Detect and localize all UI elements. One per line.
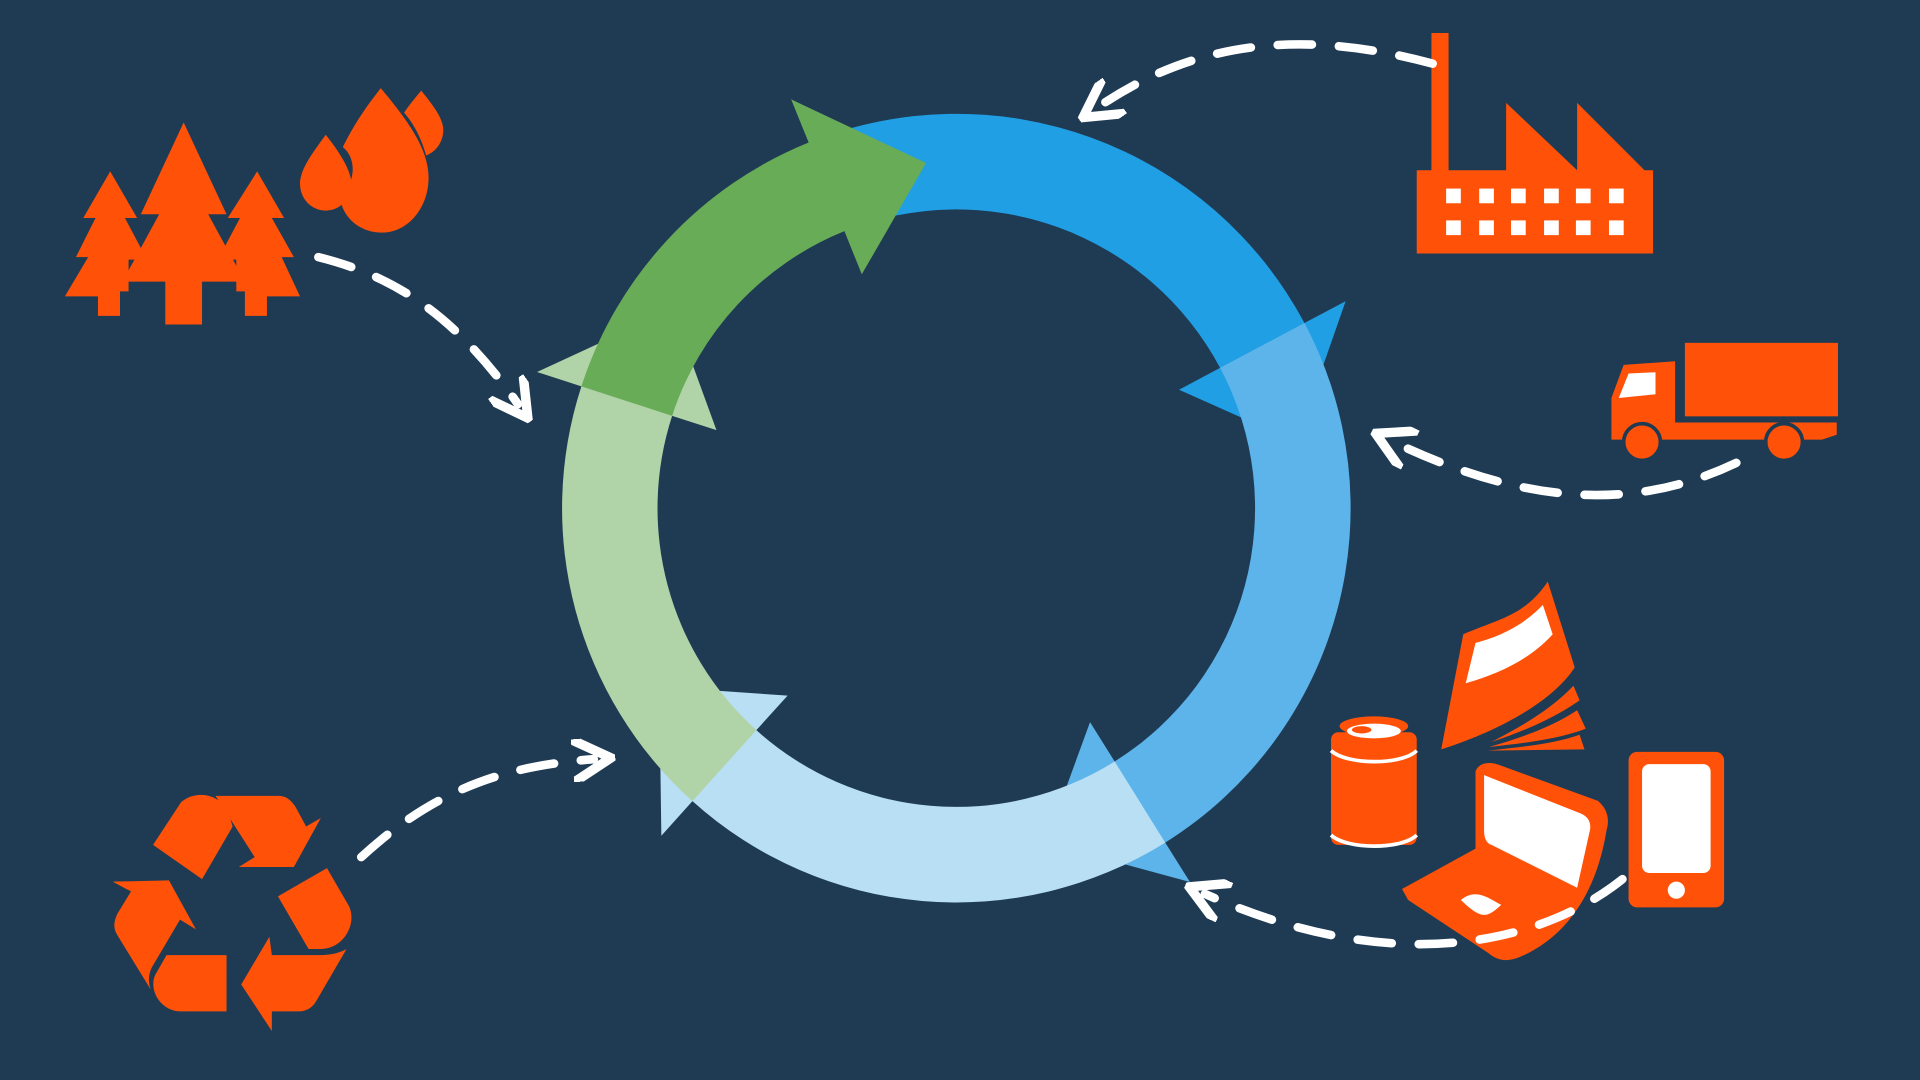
cycle-arrow-mid-blue xyxy=(1045,323,1351,882)
cycle-arrow-pale-green xyxy=(537,309,757,802)
dashed-arrow-from-truck xyxy=(1391,441,1741,500)
truck-icon xyxy=(1611,342,1838,463)
dashed-arrow-from-products xyxy=(1205,874,1627,949)
factory-icon xyxy=(1416,33,1654,254)
cycle-arrow-dark-blue xyxy=(808,113,1346,443)
phone-icon xyxy=(1628,751,1725,908)
cycle-arrow-light-blue xyxy=(659,686,1166,903)
water-drops-icon xyxy=(300,88,444,233)
trees-icon xyxy=(64,122,300,325)
can-icon xyxy=(1329,716,1419,848)
cycle-arrows xyxy=(537,99,1351,903)
dashed-arrow-to-recycle-input xyxy=(356,759,594,862)
recycle-icon xyxy=(112,794,352,1032)
book-icon xyxy=(1441,581,1586,751)
dashed-arrow-from-factory xyxy=(1097,40,1437,107)
laptop-icon xyxy=(1402,763,1608,961)
cycle-arrow-green xyxy=(581,99,927,416)
dashed-arrow-from-resources xyxy=(314,252,518,404)
